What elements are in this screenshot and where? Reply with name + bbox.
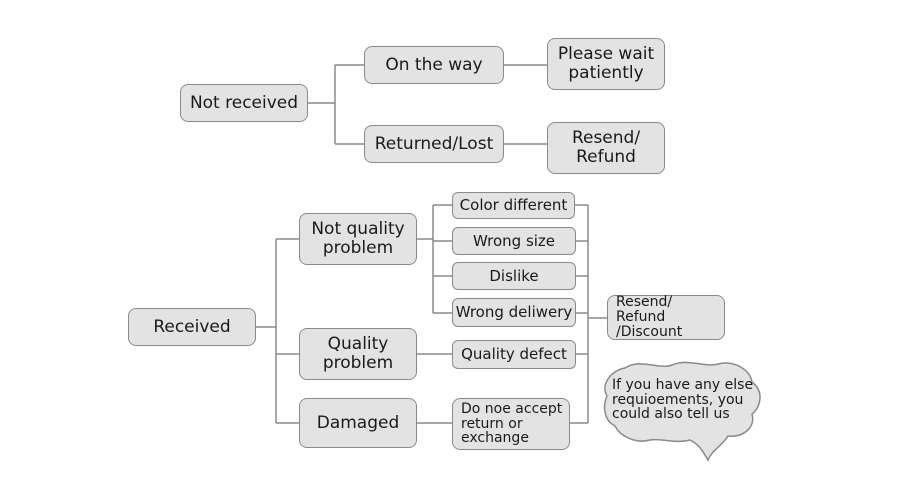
bubble-message: If you have any else requioements, you c… [612, 377, 754, 423]
node-wrong-size: Wrong size [452, 227, 576, 255]
node-quality-defect: Quality defect [452, 340, 576, 369]
node-wrong-delivery: Wrong deliwery [452, 298, 576, 327]
speech-bubble [603, 361, 761, 462]
node-damaged: Damaged [299, 398, 417, 448]
node-please-wait: Please wait patiently [547, 38, 665, 90]
node-color-different: Color different [452, 192, 575, 219]
node-no-return-exchange: Do noe accept return or exchange [452, 398, 570, 450]
node-not-quality-problem: Not quality problem [299, 213, 417, 265]
node-not-received: Not received [180, 84, 308, 122]
node-received: Received [128, 308, 256, 346]
node-resend-refund-discount: Resend/ Refund /Discount [607, 295, 725, 340]
node-dislike: Dislike [452, 262, 576, 290]
node-resend-refund: Resend/ Refund [547, 122, 665, 174]
node-quality-problem: Quality problem [299, 328, 417, 380]
node-on-the-way: On the way [364, 46, 504, 84]
node-returned-lost: Returned/Lost [364, 125, 504, 163]
